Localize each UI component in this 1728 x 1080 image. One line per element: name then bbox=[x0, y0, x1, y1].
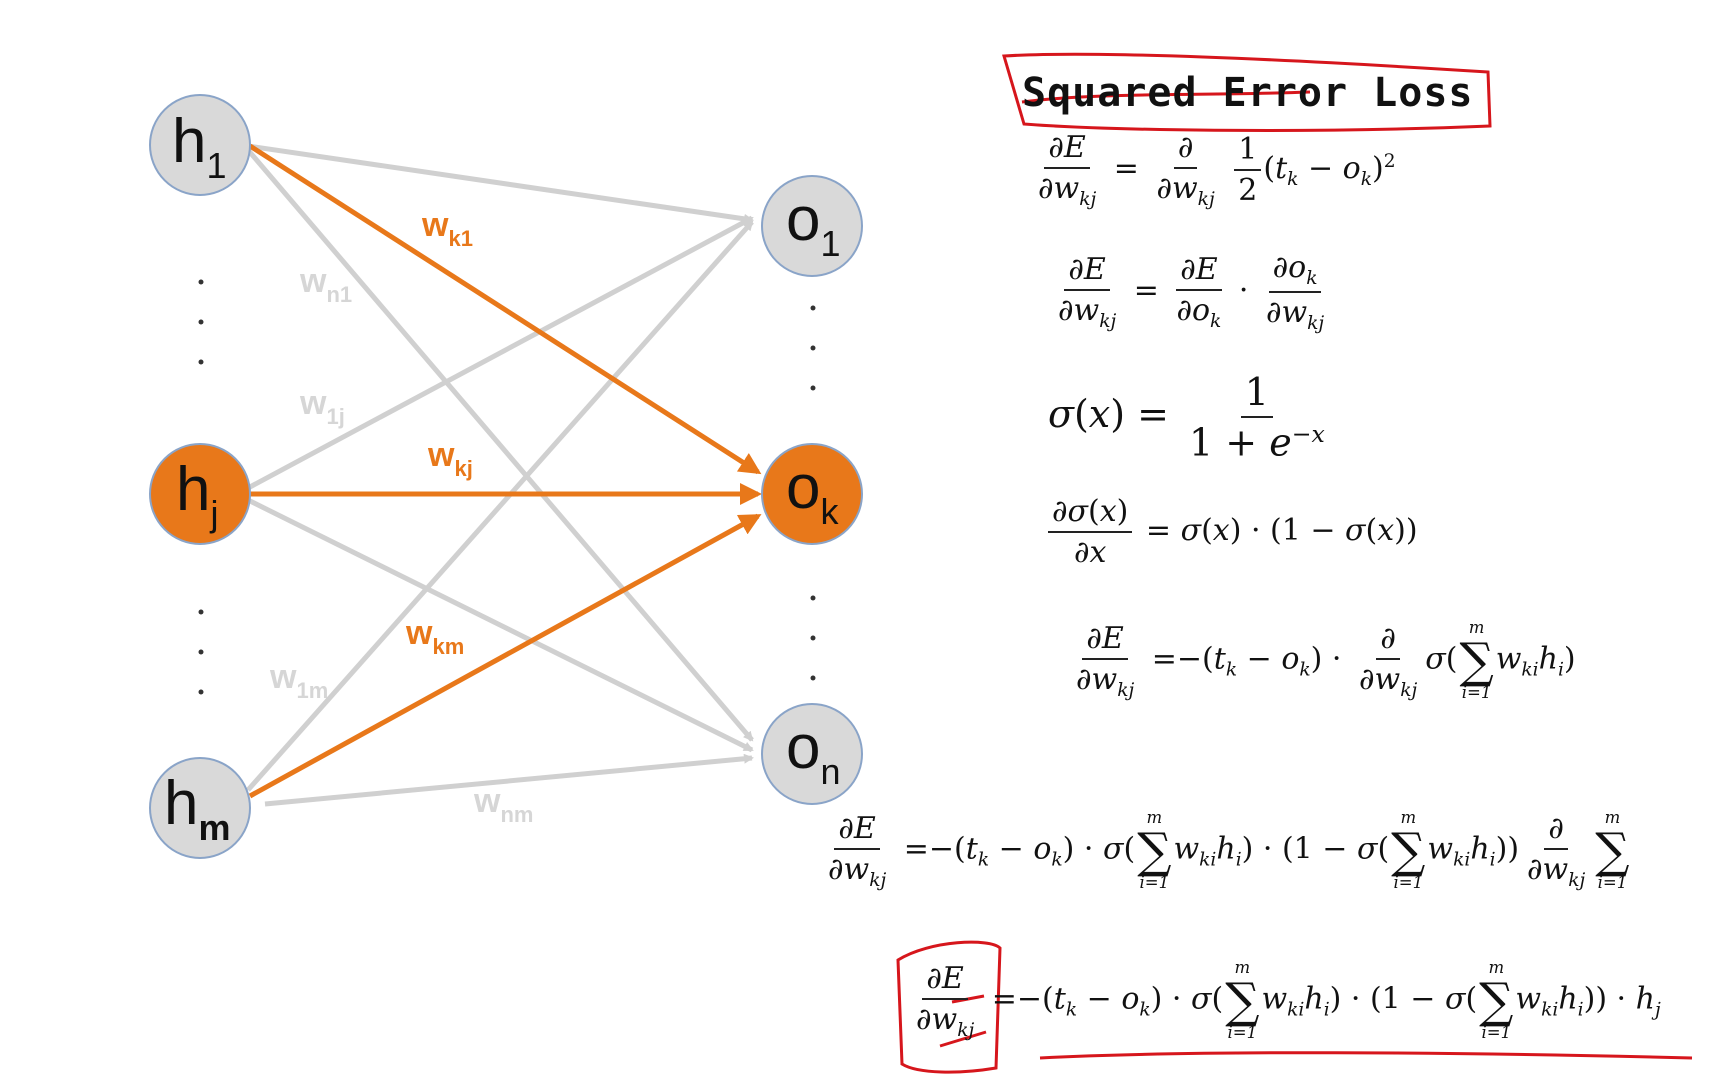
active-edges bbox=[248, 143, 762, 799]
svg-text:hm: hm bbox=[164, 769, 231, 848]
network-diagram: wk1 wkj wkm wn1 w1j w1m wnm h1 hj hm bbox=[149, 94, 863, 859]
weight-label-w1m: w1m bbox=[269, 658, 328, 703]
weight-label-wk1: wk1 bbox=[421, 206, 473, 251]
weight-label-wn1: wn1 bbox=[299, 262, 352, 307]
node-on: on bbox=[761, 703, 863, 805]
edge-hm-ok bbox=[248, 513, 762, 799]
edge-h1-on bbox=[246, 148, 754, 742]
equation-sigmoid-derivative: ∂σ(x)∂x = σ(x) · (1 − σ(x)) bbox=[1044, 494, 1418, 570]
result-underline-annotation bbox=[1039, 1051, 1693, 1060]
title: Squared Error Loss bbox=[1022, 70, 1474, 116]
edge-hj-on bbox=[246, 497, 754, 753]
weight-label-w1j: w1j bbox=[299, 384, 345, 429]
equation-chain-rule: ∂E∂wkj = ∂E∂ok · ∂ok∂wkj bbox=[1058, 250, 1325, 334]
weight-label-wnm: wnm bbox=[473, 782, 533, 827]
svg-text:h1: h1 bbox=[172, 107, 227, 186]
node-o1: o1 bbox=[761, 175, 863, 277]
weight-label-wkm: wkm bbox=[405, 614, 464, 659]
edge-hm-o1 bbox=[246, 220, 754, 792]
svg-text:on: on bbox=[786, 713, 841, 792]
edge-h1-ok bbox=[248, 143, 762, 475]
weight-labels: wk1 wkj wkm wn1 w1j w1m wnm bbox=[269, 206, 533, 827]
svg-text:ok: ok bbox=[786, 453, 839, 532]
edge-h1-o1 bbox=[247, 143, 754, 224]
edge-hm-on bbox=[264, 753, 754, 807]
node-ok: ok bbox=[761, 443, 863, 545]
node-h1: h1 bbox=[149, 94, 251, 196]
inactive-edges bbox=[246, 143, 754, 807]
svg-text:o1: o1 bbox=[786, 185, 841, 264]
node-hm: hm bbox=[149, 757, 251, 859]
edge-hj-o1 bbox=[246, 215, 754, 491]
weight-label-wkj: wkj bbox=[427, 436, 473, 481]
svg-text:hj: hj bbox=[176, 455, 218, 534]
ellipsis-dots bbox=[198, 279, 816, 695]
node-hj: hj bbox=[149, 443, 251, 545]
